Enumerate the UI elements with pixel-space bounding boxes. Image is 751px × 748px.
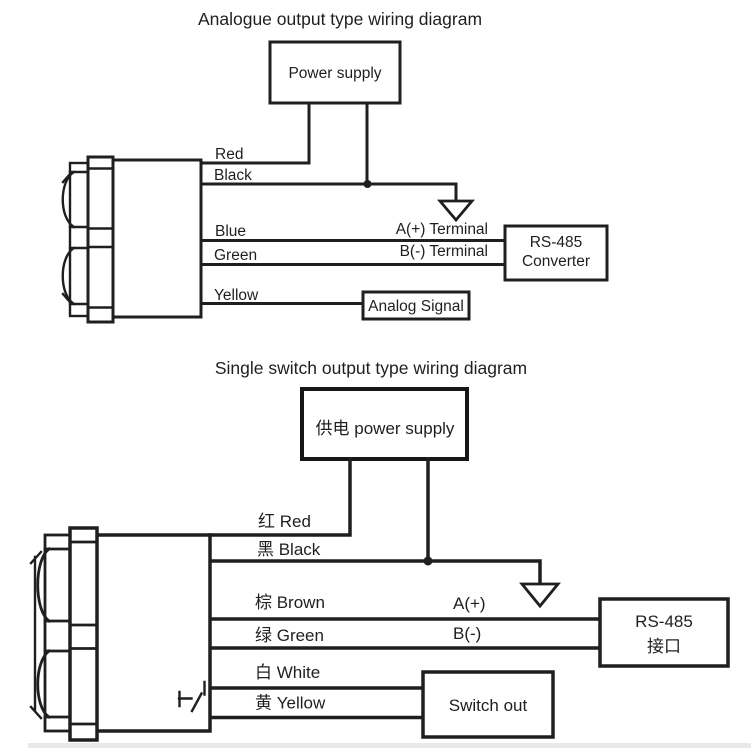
red-wire-label: Red — [215, 146, 243, 163]
terminal-b-label: B(-) Terminal — [400, 243, 488, 260]
power-supply-box-frame — [268, 40, 402, 105]
switch-out-label: Switch out — [449, 696, 528, 715]
sensor-body — [110, 158, 203, 319]
rs485-interface-box-frame — [598, 597, 730, 668]
switch-diagram-title: Single switch output type wiring diagram — [215, 358, 527, 378]
junction-dot — [363, 180, 372, 188]
sensor-profile-line — [29, 550, 43, 720]
terminal-b-label-bottom: B(-) — [453, 624, 481, 643]
black-wire-label: Black — [214, 167, 252, 184]
black-wire — [199, 182, 458, 203]
power-supply-box-frame-bottom — [300, 387, 469, 461]
terminal-a-label-bottom: A(+) — [453, 594, 486, 613]
rs485-converter-box-frame — [503, 224, 609, 282]
sensor-front-ring — [68, 161, 90, 318]
green-wire-label-bottom: 绿 Green — [255, 626, 324, 645]
sensor-lens-domes-bottom — [36, 547, 51, 719]
sensor-flange-segments-bottom — [68, 540, 99, 726]
page-edge-shadow — [28, 743, 751, 748]
rs485-interface-line2: 接口 — [647, 637, 681, 656]
sensor-flange-segments — [86, 167, 115, 309]
ground-symbol — [436, 199, 476, 223]
red-wire-label-bottom: 红 Red — [258, 512, 311, 531]
junction-dot-bottom — [423, 556, 433, 566]
black-wire-bottom — [208, 559, 542, 586]
rs485-interface-line1: RS-485 — [635, 612, 693, 631]
sensor-front-ring-bottom — [43, 533, 72, 733]
sensor-flange-bottom — [68, 526, 99, 742]
white-wire-label: 白 White — [255, 663, 320, 682]
red-wire-bottom — [208, 457, 352, 537]
red-wire — [199, 101, 311, 165]
sensor-body-bottom — [93, 533, 212, 733]
sensor-flange — [86, 155, 115, 324]
single-switch-output-diagram: Single switch output type wiring diagram… — [29, 358, 730, 742]
sensor-lens-ticks — [61, 172, 72, 304]
rs485-converter-box: RS-485 Converter — [503, 224, 609, 282]
switch-contact-symbol — [177, 680, 206, 713]
analogue-diagram-title: Analogue output type wiring diagram — [198, 9, 482, 29]
yellow-wire-label: Yellow — [214, 287, 259, 304]
switch-out-box: Switch out — [421, 670, 555, 739]
rs485-converter-line2: Converter — [522, 253, 590, 270]
sensor-front-ring-segments — [68, 170, 90, 306]
sensor-device-bottom — [29, 526, 212, 742]
sensor-device-top — [61, 155, 203, 324]
analog-signal-label: Analog Signal — [368, 298, 464, 315]
blue-wire-label: Blue — [215, 223, 246, 240]
ground-symbol-bottom — [519, 582, 561, 609]
sensor-front-ring-segments-bottom — [43, 547, 72, 719]
brown-wire-label: 棕 Brown — [255, 593, 325, 612]
rs485-converter-line1: RS-485 — [530, 234, 583, 251]
switch-out-box-frame — [421, 670, 555, 739]
power-supply-label: Power supply — [288, 65, 381, 82]
power-supply-box-bottom: 供电 power supply — [300, 387, 469, 461]
sensor-lens-domes — [61, 170, 76, 306]
analog-signal-box-frame — [361, 290, 471, 321]
black-wire-label-bottom: 黑 Black — [257, 540, 321, 559]
power-supply-box: Power supply — [268, 40, 402, 105]
analogue-output-diagram: Analogue output type wiring diagram Powe… — [61, 9, 609, 324]
green-wire-label: Green — [214, 247, 257, 264]
yellow-wire-label-bottom: 黄 Yellow — [255, 694, 326, 713]
rs485-interface-box: RS-485 接口 — [598, 597, 730, 668]
terminal-a-label: A(+) Terminal — [396, 221, 488, 238]
power-supply-label-bottom: 供电 power supply — [316, 419, 455, 438]
analog-signal-box: Analog Signal — [361, 290, 471, 321]
